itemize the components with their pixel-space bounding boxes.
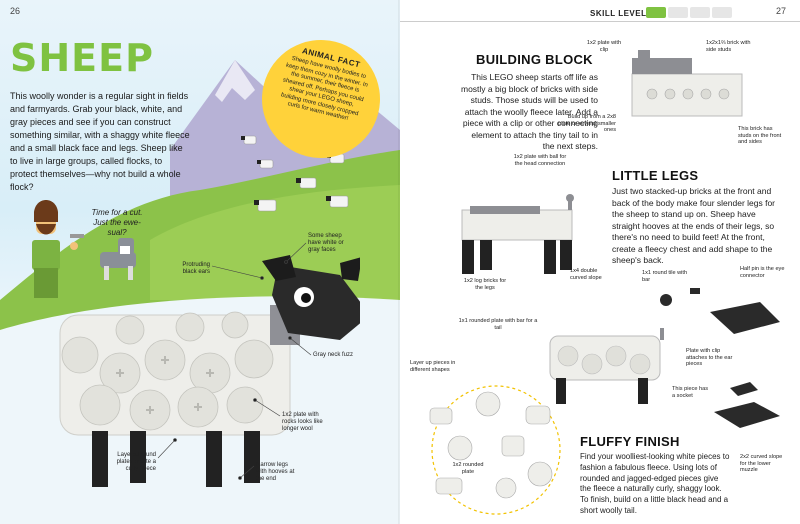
- building-block-text: This LEGO sheep starts off life as mostl…: [461, 72, 598, 151]
- ann-side-studs: 1x2x1⅔ brick with side studs: [706, 40, 751, 53]
- intro-paragraph: This woolly wonder is a regular sight in…: [10, 91, 190, 192]
- callout-rock-plate: 1x2 plate with rocks looks like longer w…: [282, 412, 323, 432]
- ann-half-pin: Half pin is the eye connector: [740, 266, 785, 279]
- ann-base-plate: Build up from a 2x8 plate or several sma…: [558, 114, 616, 134]
- ann-round-tile: 1x1 round tile with bar: [642, 270, 688, 283]
- page-number: 26: [10, 6, 21, 16]
- skill-level-brick-3: [690, 7, 710, 18]
- ann-rounded-plate: 1x2 rounded plate: [452, 462, 484, 475]
- ann-curved-slope: 2x2 curved slope for the lower muzzle: [740, 454, 783, 474]
- skill-level-brick-2: [668, 7, 688, 18]
- ann-layer: Layer up pieces in different shapes: [410, 360, 456, 373]
- lego-sheep-main-image: [59, 255, 360, 487]
- fluffy-finish-text: Find your woolliest-looking white pieces…: [580, 452, 730, 515]
- callout-round-plates: Layered round plates create a curly flee…: [116, 452, 156, 472]
- ann-socket: This piece has a socket: [672, 386, 709, 399]
- little-legs-image: [461, 194, 574, 274]
- ann-double-curved: 1x4 double curved slope: [570, 268, 602, 281]
- fluffy-finish-heading: FLUFFY FINISH: [580, 434, 680, 449]
- skill-level-label: SKILL LEVEL: [590, 9, 647, 18]
- fleece-pieces-circle: [429, 385, 561, 515]
- head-pieces-image: [660, 288, 780, 334]
- page-number: 27: [776, 6, 787, 16]
- ann-ball-plate: 1x2 plate with ball for the head connect…: [513, 154, 567, 167]
- fluffy-sheep-image: [549, 328, 664, 404]
- skill-level-brick-1: [646, 7, 666, 18]
- speech-bubble: Time for a cut. Just the ewe-sual?: [91, 208, 143, 237]
- skill-level-brick-4: [712, 7, 732, 18]
- left-callout-lines: [157, 242, 312, 480]
- callout-gray-faces: Some sheep have white or gray faces: [308, 233, 344, 253]
- left-page: 26 SHEEP This woolly wonder is a regular…: [0, 0, 400, 524]
- callout-protruding-ears: Protruding black ears: [182, 262, 210, 275]
- right-page: SKILL LEVEL 27 BUILDING BLOCK This LEGO …: [400, 0, 800, 524]
- little-legs-heading: LITTLE LEGS: [612, 168, 699, 183]
- callout-narrow-legs: Narrow legs with hooves at the end: [256, 462, 295, 482]
- building-block-image: [631, 50, 743, 117]
- building-block-heading: BUILDING BLOCK: [476, 52, 593, 67]
- muzzle-pieces-image: [714, 382, 780, 428]
- ann-clip-ear: Plate with clip attaches to the ear piec…: [686, 348, 733, 368]
- little-legs-text: Just two stacked-up bricks at the front …: [612, 186, 776, 265]
- ann-rounded-bar: 1x1 rounded plate with bar for a tail: [458, 318, 538, 331]
- ann-clip-plate: 1x2 plate with clip: [586, 40, 622, 53]
- ann-log-bricks: 1x2 log bricks for the legs: [463, 278, 507, 291]
- callout-neck-fuzz: Gray neck fuzz: [313, 352, 354, 358]
- minifigure-illustration: [32, 200, 136, 298]
- page-title: SHEEP: [10, 36, 154, 80]
- header-rule: [400, 6, 800, 22]
- ann-front-studs: This brick has studs on the front and si…: [738, 126, 782, 146]
